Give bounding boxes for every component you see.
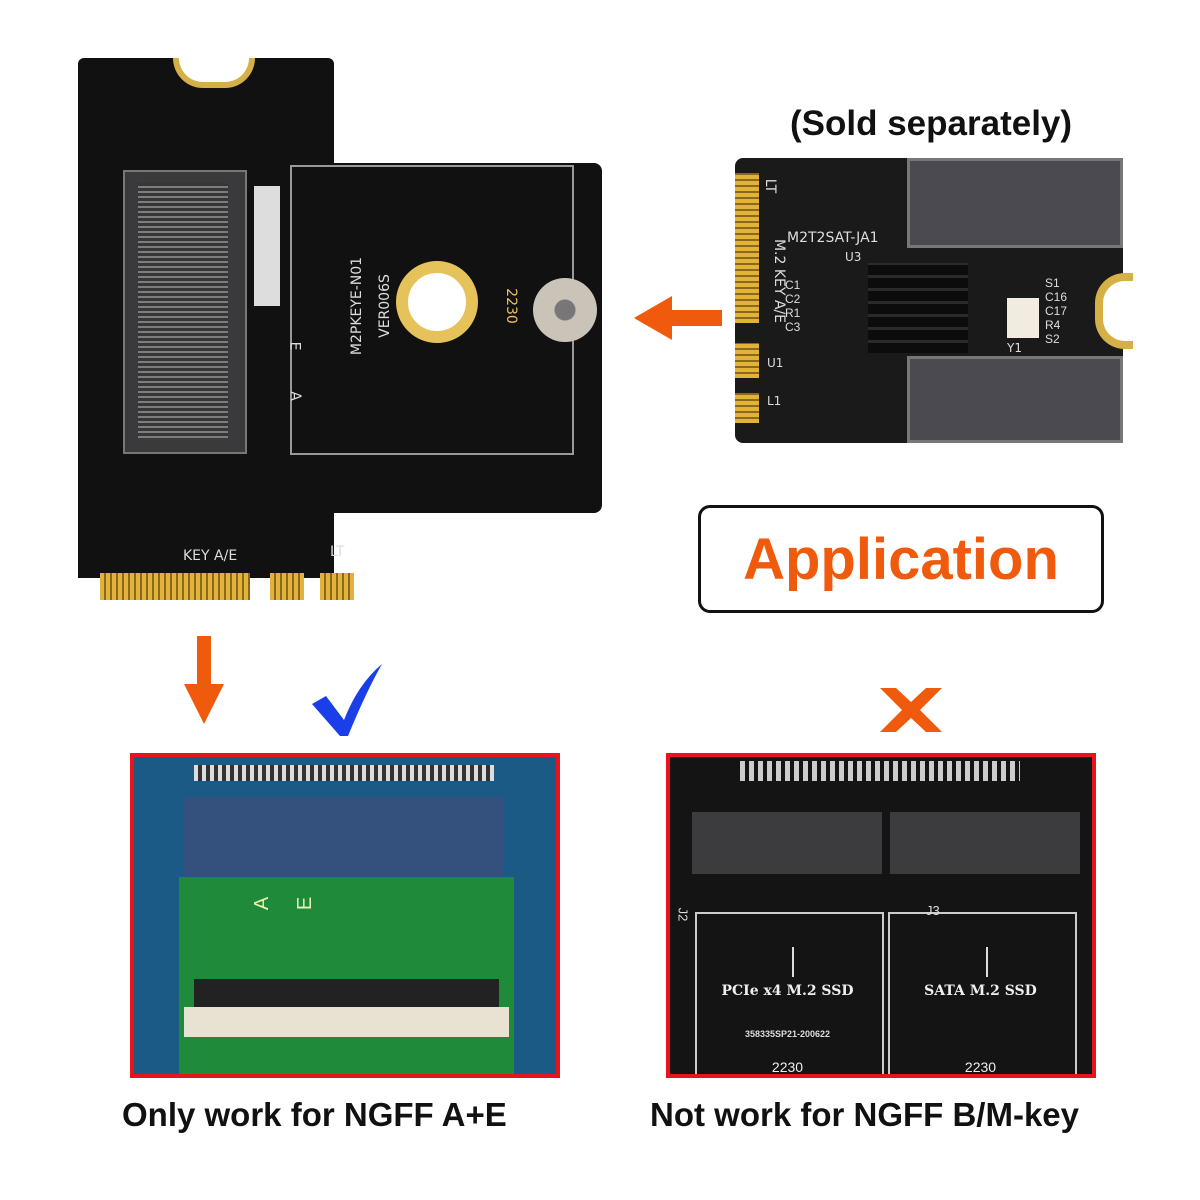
sata-y1: Y1 [1007,341,1022,355]
checkmark-icon [312,664,382,736]
caption-right: Not work for NGFF B/M-key [650,1096,1080,1133]
arrow-down-icon [184,636,224,724]
ssd-size-right: 2230 [964,1059,997,1075]
ssd-part-number: 358335SP21-200622 [744,1029,831,1039]
ssd-slot-right: SATA M.2 SSD [924,983,1037,999]
sata-u3: U3 [845,250,862,264]
arrow-left-icon [634,296,722,340]
ssd-slot-left: PCIe x4 M.2 SSD [721,983,854,999]
component-label: C16 [1045,290,1068,304]
adapter-version: VER006S [376,274,393,338]
ae-key-e: E [294,896,317,911]
adapter-lt: LT [330,544,345,560]
component-label: C1 [785,278,801,292]
ae-key-a: A [251,896,274,911]
component-label: C2 [785,292,801,306]
caption-left: Only work for NGFF A+E [122,1096,507,1133]
sold-separately-label: (Sold separately) [790,104,1073,143]
adapter-key-e: E [286,341,303,351]
sata-card: M2T2SAT-JA1 LT M.2 KEY A/E U3 U1 L1 Y1 C… [735,158,1133,443]
sata-model: M2T2SAT-JA1 [787,230,879,246]
component-label: C17 [1045,304,1068,318]
adapter-key-a: A [286,391,303,401]
component-label: S2 [1045,332,1060,346]
adapter-model: M2PKEYE-N01 [349,256,366,356]
cross-icon [880,688,942,732]
component-label: R1 [785,306,801,320]
sata-l1: L1 [767,394,782,408]
adapter-size: 2230 [502,288,519,324]
ssd-size-left: 2230 [771,1059,804,1075]
application-title: Application [698,505,1104,613]
ssd-j3: J3 [926,903,940,918]
component-label: R4 [1045,318,1061,332]
bm-slot-photo: J2 J3 PCIe x4 M.2 SSD SATA M.2 SSD 35833… [666,753,1096,1078]
sata-lt: LT [762,178,779,194]
adapter-key-label: KEY A/E [183,548,238,564]
adapter-board: M2PKEYE-N01 VER006S 2230 E A KEY A/E LT [78,58,602,603]
ssd-j2: J2 [675,907,691,922]
ae-slot-photo: A E [130,753,560,1078]
sata-u1: U1 [767,356,784,370]
component-label: C3 [785,320,801,334]
component-label: S1 [1045,276,1060,290]
